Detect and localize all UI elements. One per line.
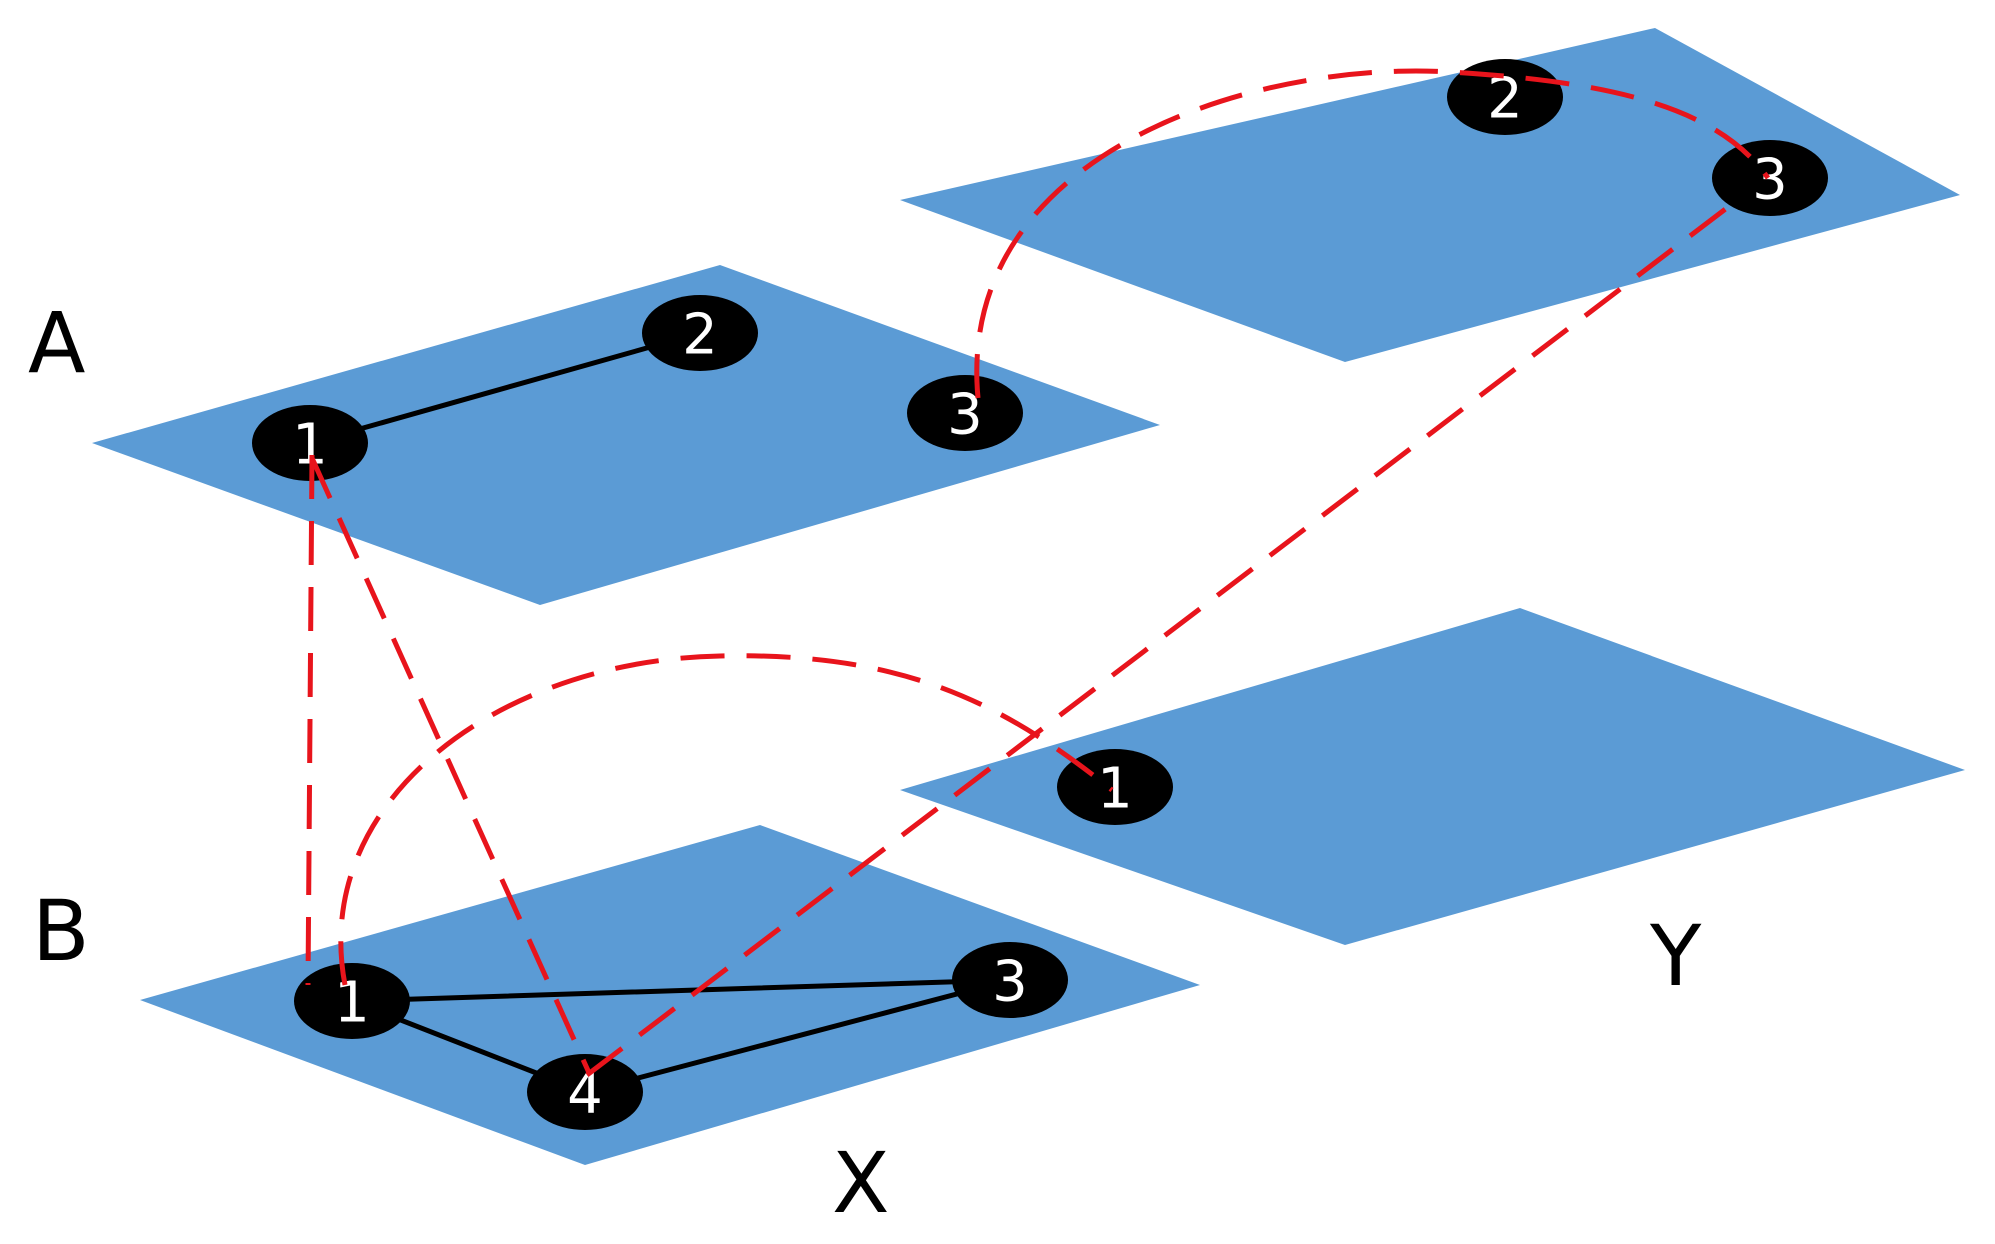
plane-AX (92, 265, 1160, 605)
edge-AX1-BX4 (309, 456, 593, 1077)
node-AY3: 3 (1712, 140, 1828, 216)
edge-BX1-BY1 (338, 653, 1114, 986)
node-BY1-label: 1 (1097, 757, 1133, 822)
layer-label-B: B (32, 882, 90, 980)
plane-AY (900, 28, 1960, 362)
node-BX4-label: 4 (567, 1062, 603, 1127)
edge-AX3-AY3 (974, 68, 1771, 399)
node-AY3-label: 3 (1752, 148, 1788, 213)
node-AX2: 2 (642, 295, 758, 371)
node-BX1: 1 (294, 963, 410, 1039)
edge-BX1-BX3 (349, 977, 1013, 1004)
edge-AX1-AX2 (307, 330, 703, 446)
node-AX2-label: 2 (682, 303, 718, 368)
plane-BX (140, 825, 1200, 1165)
edge-BX4-AY3 (585, 196, 1742, 1077)
node-BX3: 3 (952, 942, 1068, 1018)
node-AX1: 1 (252, 405, 368, 481)
edge-BX4-BX3 (582, 977, 1013, 1095)
aspect-label-Y: Y (1649, 907, 1702, 1005)
plane-BY (900, 608, 1965, 945)
layer-label-A: A (28, 294, 85, 392)
node-BX4: 4 (527, 1054, 643, 1130)
edge-AX1-BX1 (305, 454, 315, 986)
node-BX1-label: 1 (334, 971, 370, 1036)
node-BX3-label: 3 (992, 950, 1028, 1015)
aspect-label-X: X (832, 1134, 890, 1232)
node-AX3: 3 (907, 375, 1023, 451)
